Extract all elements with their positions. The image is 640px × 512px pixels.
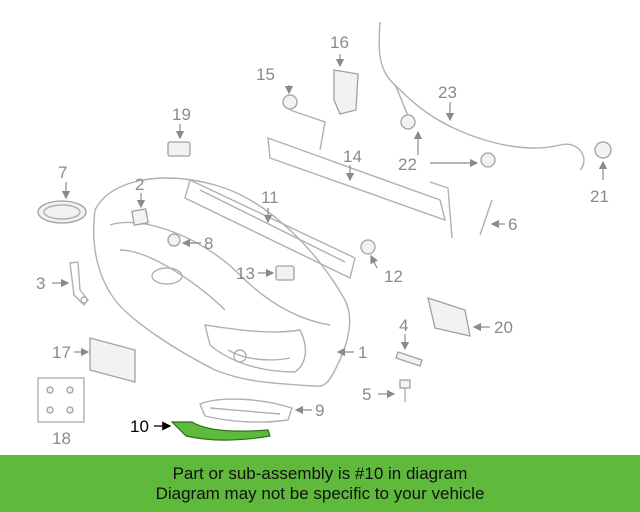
- label-17: 17: [52, 343, 71, 362]
- part-21-sensor: [594, 141, 612, 159]
- label-22: 22: [398, 155, 417, 174]
- label-9: 9: [315, 401, 324, 420]
- label-21: 21: [590, 187, 609, 206]
- label-8: 8: [204, 234, 213, 253]
- part-8-grommet: [167, 233, 181, 247]
- label-2: 2: [135, 175, 144, 194]
- label-19: 19: [172, 105, 191, 124]
- banner-line-2: Diagram may not be specific to your vehi…: [155, 483, 485, 503]
- part-7-emblem: [37, 200, 87, 224]
- exploded-parts-diagram: 1 2 3 4 5 6 7 8 9 10: [36, 21, 612, 448]
- part-5-bolt: [399, 379, 411, 402]
- info-banner: Part or sub-assembly is #10 in diagram D…: [0, 455, 640, 512]
- label-14: 14: [343, 147, 362, 166]
- part-14-reinforcement-bar: [267, 109, 453, 239]
- label-18: 18: [52, 429, 71, 448]
- part-13-bracket: [275, 265, 295, 281]
- leader-22: [413, 130, 479, 168]
- part-16-bracket: [333, 69, 359, 115]
- leader-12: [370, 254, 378, 269]
- label-10: 10: [130, 417, 149, 436]
- part-18-screw-set: [37, 377, 85, 423]
- label-5: 5: [362, 385, 371, 404]
- part-11-energy-absorber: [184, 179, 356, 280]
- label-11: 11: [261, 188, 279, 207]
- part-4-strip: [395, 351, 423, 367]
- part-6-stud: [479, 199, 493, 236]
- label-6: 6: [508, 215, 517, 234]
- label-7: 7: [58, 163, 67, 182]
- label-23: 23: [438, 83, 457, 102]
- part-12-push-pin: [360, 239, 376, 255]
- part-20-cover: [427, 297, 471, 337]
- label-15: 15: [256, 65, 275, 84]
- part-9-grille-insert: [199, 398, 293, 423]
- part-10-lower-molding: [170, 421, 271, 441]
- part-2-clip: [131, 208, 149, 226]
- part-15-nut: [282, 94, 298, 110]
- label-13: 13: [236, 264, 255, 283]
- part-23-wiring-harness: [378, 21, 585, 171]
- label-12: 12: [384, 267, 403, 286]
- part-19-sensor: [167, 141, 191, 157]
- part-3-bracket: [69, 261, 89, 307]
- label-3: 3: [36, 274, 45, 293]
- part-17-license-bracket: [89, 337, 136, 383]
- label-20: 20: [494, 318, 513, 337]
- banner-line-1: Part or sub-assembly is #10 in diagram: [172, 463, 468, 483]
- label-1: 1: [358, 343, 367, 362]
- label-16: 16: [330, 33, 349, 52]
- label-4: 4: [399, 316, 408, 335]
